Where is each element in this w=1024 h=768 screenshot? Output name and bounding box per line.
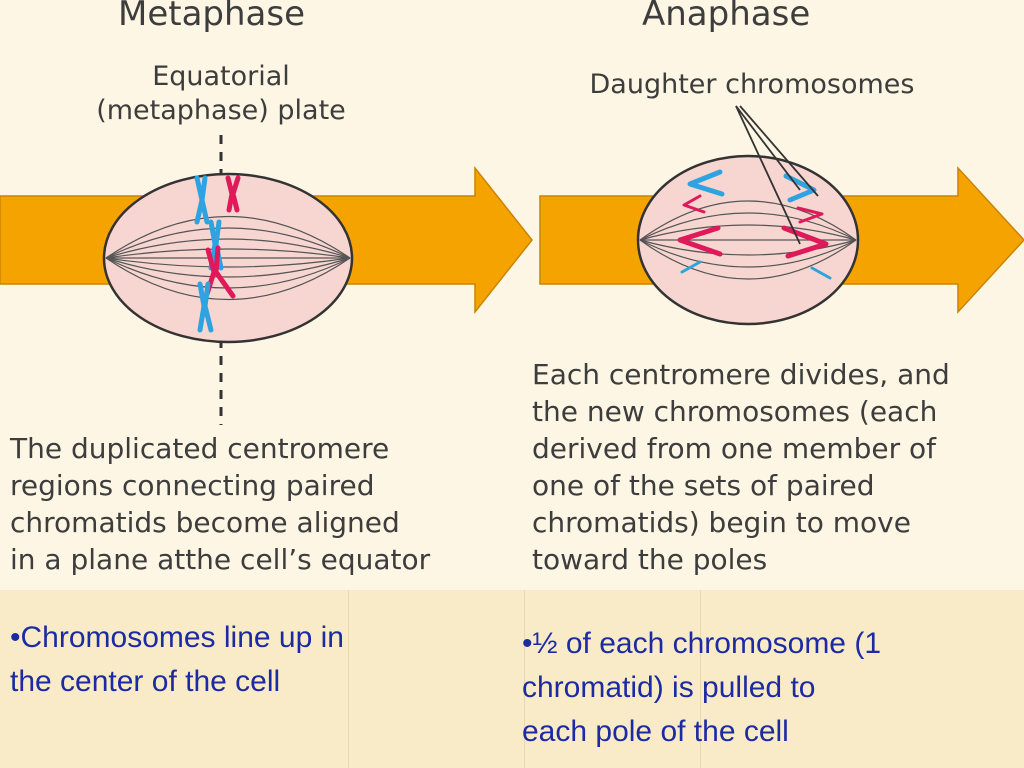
description-line: chromatids) begin to move bbox=[532, 506, 911, 539]
description-line: The duplicated centromere bbox=[10, 432, 390, 465]
daughter-chromosome-left-blue bbox=[687, 169, 725, 197]
daughter-chromosomes-label: Daughter chromosomes bbox=[589, 69, 915, 100]
caption-line: chromatid) is pulled to bbox=[522, 671, 816, 704]
description-line: regions connecting paired bbox=[10, 469, 375, 502]
metaphase-cell bbox=[102, 172, 354, 344]
daughter-chromosome-left-red bbox=[682, 194, 706, 214]
daughter-chromosome-right-red bbox=[796, 206, 824, 224]
caption-line: •Chromosomes line up in bbox=[10, 621, 344, 654]
divider-line bbox=[700, 590, 701, 768]
metaphase-caption: •Chromosomes line up in the center of th… bbox=[10, 616, 450, 704]
description-line: the new chromosomes (each bbox=[532, 395, 938, 428]
anaphase-cell bbox=[636, 105, 860, 326]
daughter-chromosome-right-blue bbox=[810, 266, 832, 280]
description-line: chromatids become aligned bbox=[10, 506, 400, 539]
equatorial-plate-label-line: (metaphase) plate bbox=[96, 95, 346, 126]
daughter-chromosome-right-blue bbox=[783, 173, 817, 203]
divider-line bbox=[524, 590, 525, 768]
equatorial-plate-label: Equatorial (metaphase) plate bbox=[60, 60, 382, 128]
divider-line bbox=[348, 590, 349, 768]
daughter-chromosome-left-blue bbox=[680, 260, 702, 274]
description-line: in a plane atthe cell’s equator bbox=[10, 543, 431, 576]
description-line: derived from one member of bbox=[532, 432, 937, 465]
caption-area-background bbox=[0, 590, 1024, 768]
metaphase-title: Metaphase bbox=[118, 0, 306, 34]
anaphase-caption: •½ of each chromosome (1 chromatid) is p… bbox=[522, 622, 1002, 754]
description-line: Each centromere divides, and bbox=[532, 358, 950, 391]
caption-line: each pole of the cell bbox=[522, 715, 789, 748]
anaphase-title: Anaphase bbox=[642, 0, 811, 34]
chromosome-blue bbox=[194, 175, 210, 225]
daughter-chromosome-left-red bbox=[677, 225, 723, 257]
caption-line: •½ of each chromosome (1 bbox=[522, 627, 882, 660]
chromosome-blue bbox=[197, 281, 214, 333]
description-line: toward the poles bbox=[532, 543, 768, 576]
metaphase-description: The duplicated centromere regions connec… bbox=[10, 430, 510, 578]
mitosis-diagram bbox=[0, 105, 1024, 425]
label-pointer-lines bbox=[735, 105, 819, 245]
description-line: one of the sets of paired bbox=[532, 469, 875, 502]
caption-line: the center of the cell bbox=[10, 665, 281, 698]
equatorial-plate-label-line: Equatorial bbox=[152, 61, 290, 92]
chromosome-red bbox=[225, 175, 241, 213]
daughter-chromosome-right-red bbox=[781, 225, 829, 259]
anaphase-description: Each centromere divides, and the new chr… bbox=[532, 356, 1022, 578]
